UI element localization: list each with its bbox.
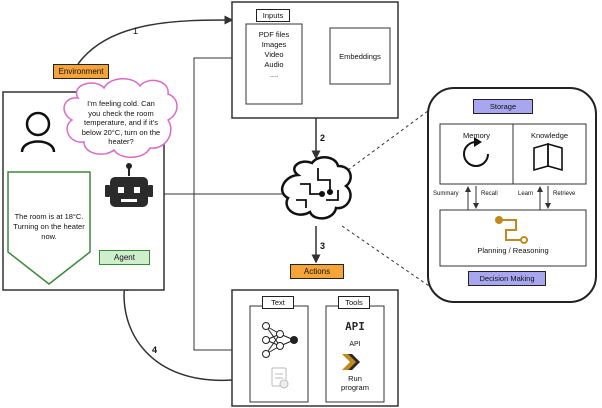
knowledge-book-icon	[533, 142, 563, 172]
api-label: API	[349, 341, 361, 348]
inputs-title: Inputs	[256, 9, 290, 22]
environment-tag: Environment	[53, 64, 109, 79]
robot-icon	[105, 163, 153, 207]
arrow-1-environment-to-inputs	[77, 15, 234, 65]
user-message-line: heater?	[108, 137, 134, 146]
run-program-icon	[342, 354, 360, 370]
dashed-brain-to-storage-bottom	[341, 225, 433, 289]
inputs-list: PDF files Images Video Audio ....	[246, 30, 302, 80]
embeddings-box	[329, 27, 391, 85]
inputs-list-box	[245, 23, 303, 105]
step-3-label: 3	[320, 241, 326, 251]
step-2-label: 2	[320, 133, 326, 143]
link-hub-to-inputs-and-actions	[193, 57, 232, 351]
knowledge-label: Knowledge	[530, 131, 569, 140]
decision-making-tag: Decision Making	[468, 271, 546, 286]
run-program-line: program	[341, 383, 369, 392]
arrow-4-actions-to-agent	[119, 281, 233, 381]
text-panel	[249, 305, 309, 403]
user-message-line: you check the room	[88, 108, 154, 118]
run-program-label: Run program	[326, 374, 384, 392]
input-item: Video	[264, 50, 284, 59]
planning-flow-icon	[495, 216, 528, 244]
agent-tag: Agent	[99, 250, 150, 265]
embeddings-label: Embeddings	[339, 52, 381, 61]
user-message-line: I'm feeling cold. Can	[87, 99, 155, 108]
brain-icon	[280, 156, 352, 220]
tools-panel	[325, 305, 385, 403]
agent-message-line: The room is at 18°C.	[14, 212, 84, 221]
planning-box	[439, 209, 587, 267]
summary-label: Summary	[433, 191, 459, 197]
input-item: Audio	[264, 60, 284, 69]
learn-label: Learn	[518, 191, 534, 197]
agent-message-line: Turning on the heater	[13, 222, 85, 231]
input-item: PDF files	[258, 30, 290, 39]
user-message-line: temperature, and if it's	[84, 118, 158, 127]
speech-cloud	[63, 78, 178, 158]
agent-message-line: now.	[41, 232, 57, 241]
text-panel-title: Text	[262, 296, 294, 309]
run-program-line: Run	[348, 374, 362, 383]
user-icon	[25, 111, 51, 137]
user-message-line: below 20°C, turn on the	[81, 127, 161, 137]
api-logo: API	[345, 320, 365, 333]
step-1-label: 1	[133, 26, 139, 36]
user-message: I'm feeling cold. Can you check the room…	[78, 99, 164, 147]
actions-tag: Actions	[290, 264, 344, 279]
retrieve-label: Retrieve	[553, 191, 576, 197]
memory-label: Memory	[462, 131, 491, 140]
user-body-icon	[20, 140, 56, 153]
agent-message: The room is at 18°C. Turning on the heat…	[8, 212, 90, 242]
planning-label: Planning / Reasoning	[477, 246, 549, 255]
tools-panel-title: Tools	[338, 296, 370, 309]
memory-refresh-icon	[463, 137, 489, 167]
input-item: Images	[261, 40, 287, 49]
step-4-label: 4	[152, 345, 158, 355]
storage-tag: Storage	[473, 99, 533, 114]
document-icon	[271, 367, 289, 389]
recall-label: Recall	[481, 191, 498, 197]
neural-network-icon	[262, 322, 298, 358]
input-item: ....	[269, 70, 279, 79]
agent-speech-shape	[7, 171, 91, 285]
